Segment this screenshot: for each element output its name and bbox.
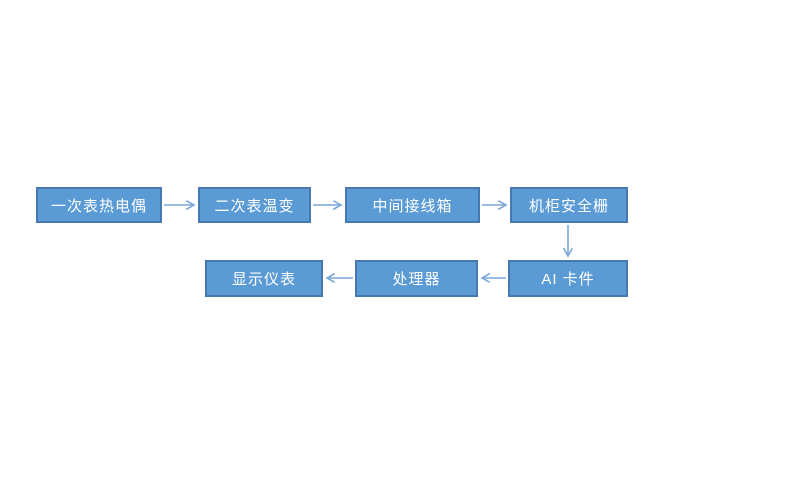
node-processor[interactable]: 处理器: [355, 260, 478, 297]
node-safety-barrier[interactable]: 机柜安全栅: [510, 187, 628, 223]
node-primary-thermocouple[interactable]: 一次表热电偶: [36, 187, 162, 223]
node-display-instrument[interactable]: 显示仪表: [205, 260, 323, 297]
node-junction-box[interactable]: 中间接线箱: [345, 187, 480, 223]
node-secondary-transmitter[interactable]: 二次表温变: [198, 187, 311, 223]
node-ai-card[interactable]: AI 卡件: [508, 260, 628, 297]
